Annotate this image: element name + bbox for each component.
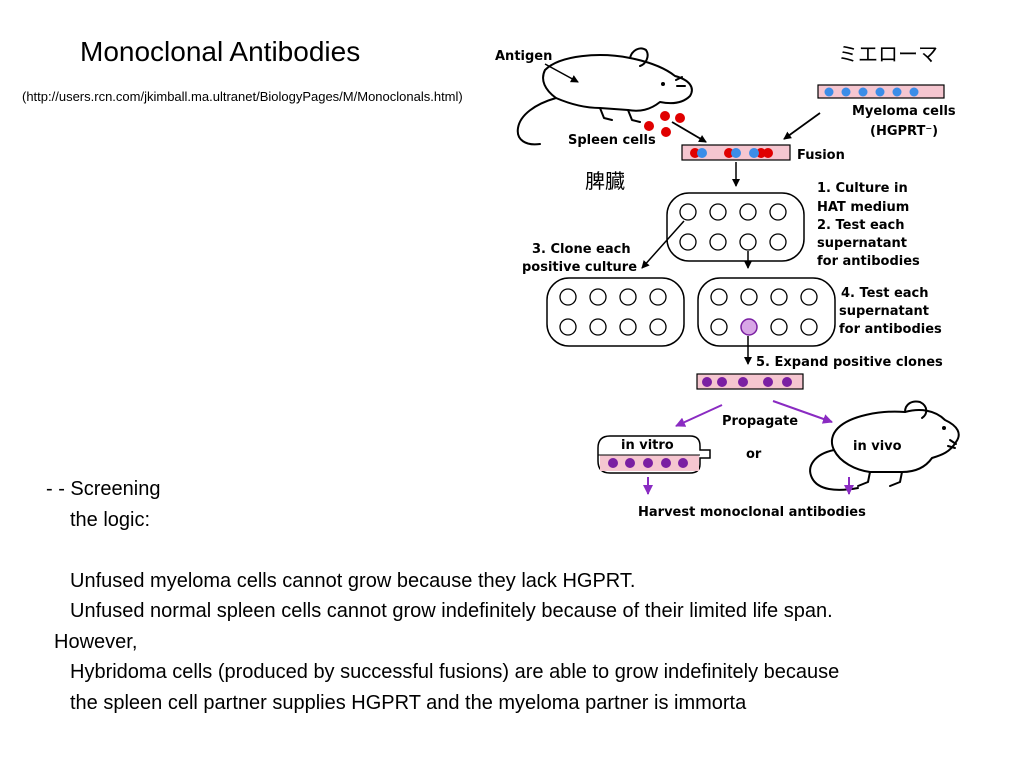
myeloma-arrow	[783, 112, 821, 140]
harvest-label: Harvest monoclonal antibodies	[638, 505, 866, 520]
text-line: the logic:	[70, 508, 151, 531]
mouse-icon	[809, 400, 960, 491]
antigen-label: Antigen	[495, 49, 552, 64]
text-line: However,	[54, 630, 138, 653]
step2-label-a: 2. Test each	[817, 218, 905, 233]
mouse-eye-icon	[661, 82, 665, 86]
clone-arrow	[641, 220, 685, 269]
propagate-right-arrow	[772, 400, 833, 424]
jp-spleen-label: 脾臓	[585, 169, 625, 193]
clone-plate	[546, 277, 685, 347]
in-vitro-label: in vitro	[621, 438, 674, 453]
step3-label-b: positive culture	[522, 260, 637, 275]
text-line: - - Screening	[46, 478, 161, 500]
body-text: - - Screening the logic: Unfused myeloma…	[0, 474, 1024, 718]
antigen-arrow	[544, 63, 579, 83]
culture-plate	[666, 192, 805, 262]
spleen-cells-label: Spleen cells	[568, 133, 656, 148]
step2-label-b: supernatant	[817, 236, 907, 251]
step3-label-a: 3. Clone each	[532, 242, 631, 257]
spleen-cell	[675, 113, 685, 123]
mouse-eye-icon	[942, 426, 946, 430]
step1-label-a: 1. Culture in	[817, 181, 908, 196]
source-url: (http://users.rcn.com/jkimball.ma.ultran…	[22, 89, 463, 104]
text-line: the spleen cell partner supplies HGPRT a…	[70, 691, 747, 714]
propagate-left-arrow	[675, 404, 723, 427]
spleen-cell	[644, 121, 654, 131]
hgprt-label: (HGPRT⁻)	[870, 124, 938, 139]
text-line: Unfused normal spleen cells cannot grow …	[70, 600, 833, 622]
spleen-arrow	[671, 121, 707, 143]
in-vivo-label: in vivo	[853, 439, 902, 454]
text-line: Unfused myeloma cells cannot grow becaus…	[70, 569, 636, 592]
step1-label-b: HAT medium	[817, 200, 909, 215]
mouse-icon	[516, 47, 693, 146]
positive-well	[740, 318, 758, 336]
test-plate	[697, 277, 836, 347]
step2-label-c: for antibodies	[817, 254, 920, 269]
jp-myeloma-label: ミエローマ	[838, 42, 938, 66]
step4-label-a: 4. Test each	[841, 286, 929, 301]
step5-label: 5. Expand positive clones	[756, 355, 943, 370]
spleen-cell	[660, 111, 670, 121]
or-label: or	[746, 447, 762, 462]
text-line: Hybridoma cells (produced by successful …	[70, 661, 840, 683]
spleen-cell	[661, 127, 671, 137]
fusion-label: Fusion	[797, 148, 845, 163]
step4-label-b: supernatant	[839, 304, 929, 319]
text-line	[0, 535, 1024, 566]
step4-label-c: for antibodies	[839, 322, 942, 337]
propagate-label: Propagate	[722, 414, 798, 429]
myeloma-cells-label: Myeloma cells	[852, 104, 956, 119]
slide-title: Monoclonal Antibodies	[80, 36, 361, 67]
